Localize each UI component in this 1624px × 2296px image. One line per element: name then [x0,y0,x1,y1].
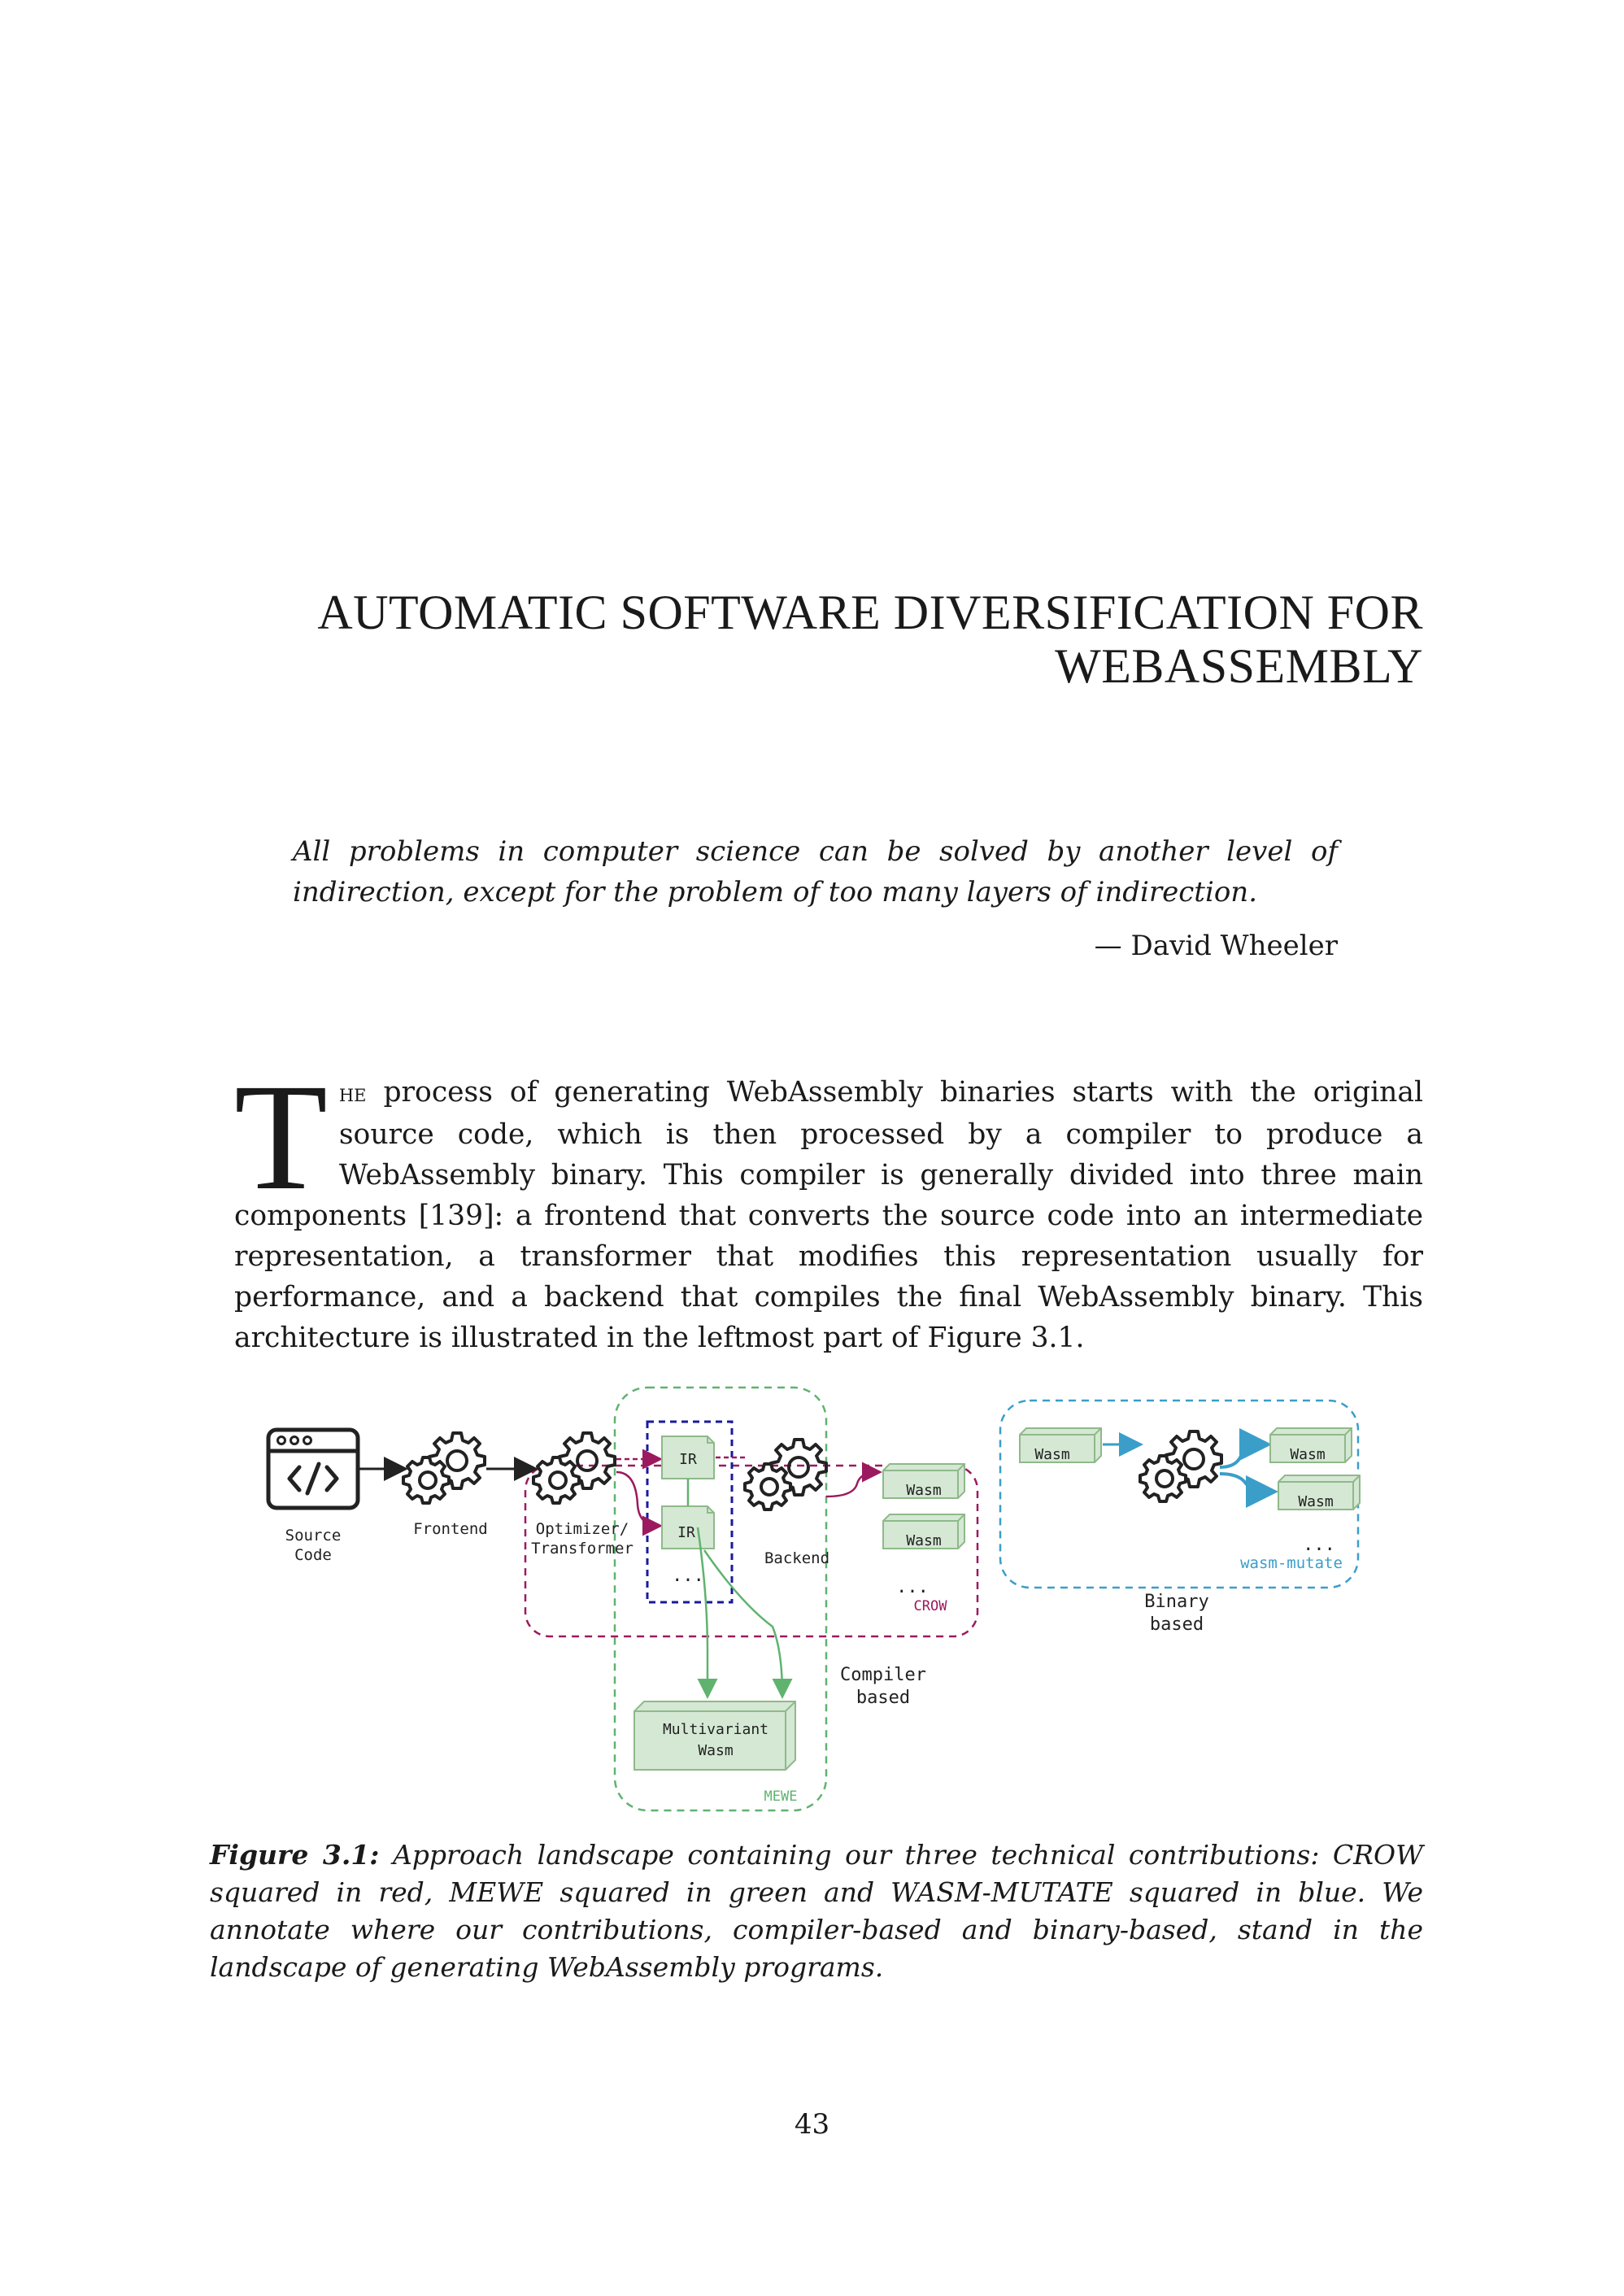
chapter-title-line-1: AUTOMATIC SOFTWARE DIVERSIFICATION FOR [317,586,1423,640]
source-code-label-2: Code [294,1546,332,1564]
ir-bottom-label: IR [677,1524,695,1541]
figure-caption: Figure 3.1: Approach landscape containin… [210,1836,1423,1986]
compiler-based-label-1: Compiler [840,1665,926,1685]
crow-wasm-label-2: Wasm [906,1532,941,1549]
epigraph-quote: All problems in computer science can be … [293,835,1338,908]
drop-cap: T [234,1052,328,1222]
page-number: 43 [794,2108,830,2141]
crow-region [524,1464,979,1638]
source-code-label-1: Source [285,1527,342,1544]
binary-wasm-output-label-2: Wasm [1298,1493,1333,1510]
chapter-title-line-2: WEBASSEMBLY [1055,639,1423,694]
mewe-label: MEWE [764,1788,798,1805]
binary-wasm-output-label-1: Wasm [1290,1446,1325,1463]
backend-gear-icon [743,1438,828,1511]
figure-caption-text: Approach landscape containing our three … [210,1839,1423,1983]
optimizer-gear-icon [532,1431,616,1505]
crow-label: CROW [914,1598,948,1614]
binary-ellipsis: ... [1303,1535,1335,1555]
multivariant-label-2: Wasm [698,1742,733,1759]
frontend-label: Frontend [413,1520,488,1538]
mewe-region [613,1386,828,1812]
source-code-icon [266,1427,360,1510]
wasm-mutate-label: wasm-mutate [1240,1554,1343,1572]
multivariant-wasm-box [633,1701,796,1771]
chapter-title: AUTOMATIC SOFTWARE DIVERSIFICATION FOR W… [244,586,1423,693]
compiler-based-label-2: based [856,1688,910,1708]
binary-wasm-input-label: Wasm [1034,1446,1069,1463]
binary-based-label-1: Binary [1144,1592,1208,1612]
wasm-mutate-gear-icon [1139,1430,1223,1503]
epigraph-attribution: — David Wheeler [1094,930,1338,962]
crow-wasm-label-1: Wasm [906,1482,941,1499]
crow-ellipsis: ... [896,1577,929,1597]
body-paragraph-text: process of generating WebAssembly binari… [234,1076,1423,1354]
figure-caption-label: Figure 3.1: [210,1839,380,1871]
ir-ellipsis: ... [672,1566,704,1586]
optimizer-label-1: Optimizer/ [536,1520,629,1538]
frontend-gear-icon [402,1431,486,1505]
ir-box-bottom [661,1505,715,1549]
optimizer-label-2: Transformer [531,1540,633,1558]
small-caps-lead: he [338,1079,367,1108]
binary-based-label-2: based [1150,1614,1204,1635]
multivariant-label-1: Multivariant [663,1721,768,1738]
ir-box-top [661,1436,715,1479]
backend-label: Backend [764,1549,829,1567]
approach-landscape-figure: Source Code Frontend Optimizer/ Transfor… [252,1383,1382,1822]
ir-top-label: IR [679,1451,697,1468]
ir-region [646,1420,734,1604]
